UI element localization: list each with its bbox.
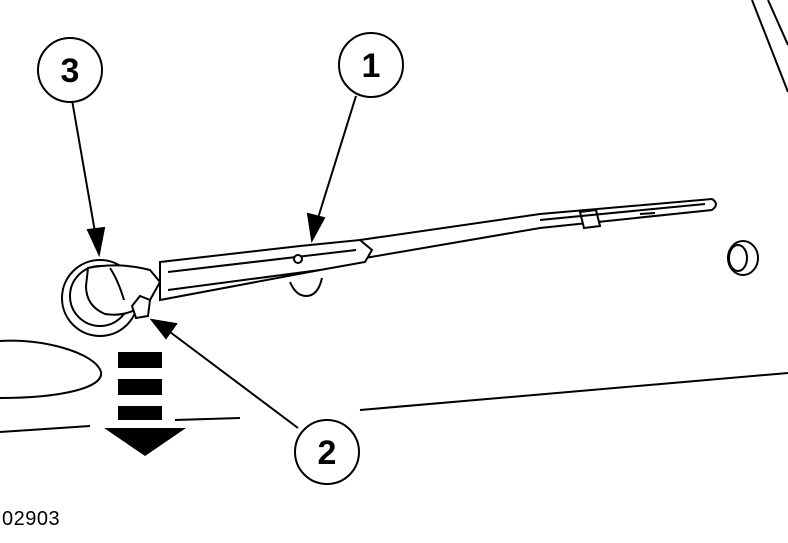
removal-direction-arrow-icon: [104, 352, 186, 456]
wiper-arm: [159, 238, 374, 302]
callout-3-label: 3: [61, 52, 80, 90]
wiper-spindle: [61, 259, 162, 337]
callout-2-label: 2: [318, 434, 337, 472]
washer-jet-fitting: [727, 240, 759, 276]
callout-1-label: 1: [362, 47, 381, 85]
callout-2: 2: [294, 419, 360, 485]
wiper-blade: [358, 197, 717, 260]
body-opening-outline: [0, 339, 103, 399]
callout-leaders: [71, 95, 357, 429]
callout-1: 1: [338, 32, 404, 98]
body-panel-outline: [0, 0, 788, 433]
figure-code: 02903: [2, 508, 61, 530]
callout-3: 3: [37, 37, 103, 103]
